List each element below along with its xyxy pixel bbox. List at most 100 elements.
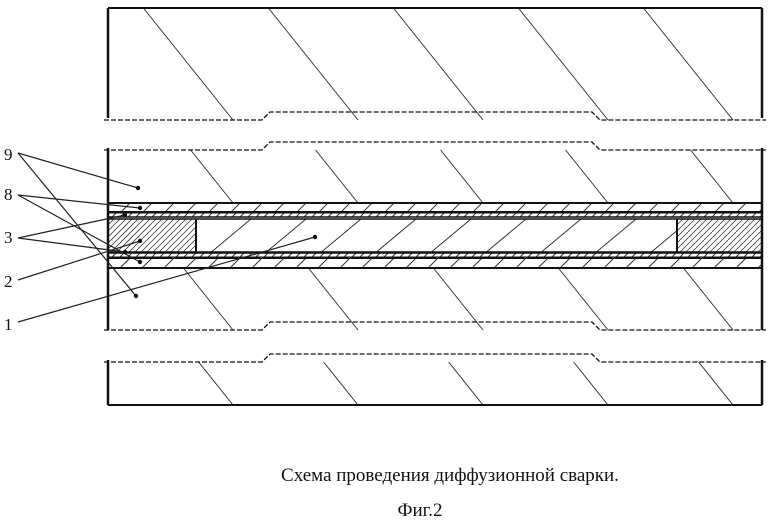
hatch-line: [538, 258, 548, 268]
hatch-line: [651, 231, 677, 252]
hatch-line: [108, 219, 138, 249]
hatch-line: [189, 245, 196, 252]
leader-dot: [123, 213, 127, 217]
hatch-line: [211, 219, 251, 252]
leader-dot: [134, 294, 138, 298]
figure-label: Фиг.2: [0, 500, 780, 522]
hatch-line: [297, 203, 306, 212]
hatch-line: [604, 258, 614, 268]
hatch-line: [321, 219, 361, 252]
hatch-line: [319, 203, 328, 212]
hatch-line: [266, 219, 306, 252]
hatch-line: [677, 219, 689, 231]
break-line: [104, 354, 766, 362]
leader-dot: [138, 239, 142, 243]
hatch-line: [376, 219, 416, 252]
hatch-line: [518, 8, 608, 120]
hatch-line: [451, 203, 460, 212]
hatch-line: [740, 230, 762, 252]
callout-2: 2: [4, 272, 13, 291]
hatch-line: [649, 203, 658, 212]
hatch-line: [183, 268, 233, 330]
hatch-line: [385, 203, 394, 212]
hatch-line: [558, 268, 608, 330]
hatch-line: [108, 219, 120, 231]
hatch-line: [495, 203, 504, 212]
hatch-line: [736, 258, 746, 268]
hatch-line: [643, 8, 733, 120]
hatch-line: [191, 150, 233, 203]
hatch-line: [431, 219, 471, 252]
hatch-line: [677, 219, 701, 243]
hatch-line: [574, 362, 608, 405]
hatch-line: [164, 258, 174, 268]
leader-dot: [136, 186, 140, 190]
hatch-line: [683, 268, 733, 330]
hatch-line: [143, 203, 152, 212]
hatch-line: [486, 219, 526, 252]
hatch-line: [472, 258, 482, 268]
hatch-line: [429, 203, 438, 212]
hatch-line: [560, 258, 570, 268]
callout-9: 9: [4, 145, 13, 164]
hatch-line: [582, 258, 592, 268]
hatch-line: [627, 203, 636, 212]
hatch-line: [340, 258, 350, 268]
hatch-line: [183, 239, 196, 252]
hatch-line: [539, 203, 548, 212]
hatch-line: [199, 362, 233, 405]
hatch-line: [165, 221, 196, 252]
hatch-line: [692, 258, 702, 268]
hatch-line: [209, 203, 218, 212]
hatch-line: [517, 203, 526, 212]
hatch-line: [737, 203, 746, 212]
hatch-line: [516, 258, 526, 268]
hatch-line: [693, 203, 702, 212]
hatch-line: [362, 258, 372, 268]
callout-3: 3: [4, 228, 13, 247]
hatch-line: [393, 8, 483, 120]
hatch-line: [583, 203, 592, 212]
hatch-line: [384, 258, 394, 268]
callout-1: 1: [4, 315, 13, 334]
hatch-line: [274, 258, 284, 268]
hatch-line: [187, 203, 196, 212]
break-line: [104, 112, 766, 120]
hatch-line: [407, 203, 416, 212]
hatch-line: [406, 258, 416, 268]
hatch-line: [428, 258, 438, 268]
hatch-line: [275, 203, 284, 212]
hatch-line: [308, 268, 358, 330]
hatch-line: [715, 203, 724, 212]
leader-line: [18, 237, 315, 322]
leader-line: [18, 195, 140, 208]
hatch-line: [626, 258, 636, 268]
figure-caption: Схема проведения диффузионной сварки.: [0, 465, 780, 487]
hatch-line: [108, 219, 132, 243]
hatch-line: [450, 258, 460, 268]
callout-8: 8: [4, 185, 13, 204]
hatch-line: [691, 150, 733, 203]
hatch-line: [143, 8, 233, 120]
hatch-line: [120, 258, 130, 268]
hatch-line: [121, 203, 130, 212]
break-line: [104, 142, 766, 150]
hatch-line: [433, 268, 483, 330]
hatch-line: [341, 203, 350, 212]
leader-line: [18, 153, 138, 188]
hatch-line: [671, 203, 680, 212]
break-line: [104, 322, 766, 330]
hatch-line: [142, 258, 152, 268]
hatch-line: [441, 150, 483, 203]
hatch-line: [605, 203, 614, 212]
hatch-line: [186, 258, 196, 268]
hatch-line: [296, 258, 306, 268]
hatch-line: [752, 242, 762, 252]
hatch-line: [734, 224, 762, 252]
hatch-line: [177, 233, 196, 252]
hatch-line: [677, 219, 707, 249]
hatch-line: [561, 203, 570, 212]
hatch-line: [596, 219, 636, 252]
hatching: [108, 8, 762, 405]
